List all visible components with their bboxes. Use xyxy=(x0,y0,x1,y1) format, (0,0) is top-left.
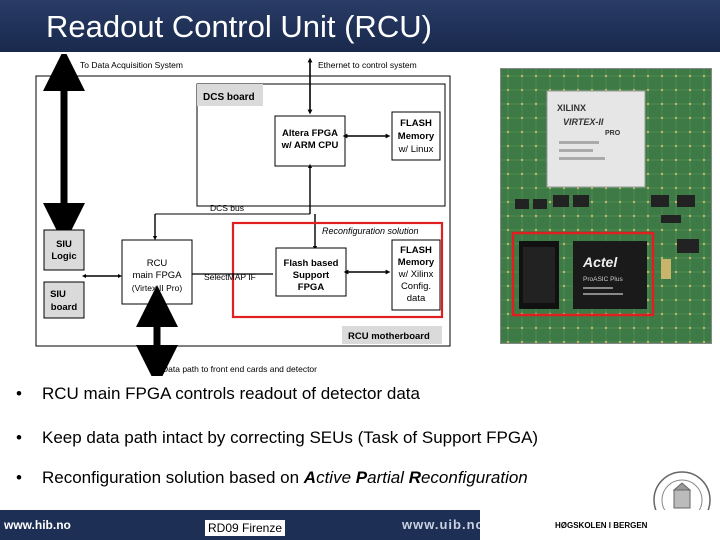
active-partial-reconfiguration: Active Partial Reconfiguration xyxy=(303,468,528,487)
support-fpga-line1: Flash based xyxy=(284,258,339,269)
bullet-item-2: •Keep data path intact by correcting SEU… xyxy=(16,428,539,447)
bullet-text-2: Keep data path intact by correcting SEUs… xyxy=(42,428,539,447)
rcu-fpga-line2: main FPGA xyxy=(132,270,182,281)
flash-xilinx-line3: w/ Xilinx xyxy=(398,269,434,280)
selectmap-label: SelectMAP IF xyxy=(204,272,256,282)
footer-uib-url[interactable]: www.uib.no xyxy=(402,517,485,532)
reconfiguration-highlight xyxy=(231,221,444,319)
flash-xilinx-line5: data xyxy=(407,293,426,304)
dcs-board-label: DCS board xyxy=(203,92,255,103)
flash-linux-line2: Memory xyxy=(398,131,435,142)
rcu-fpga-line3: (Virtex-II Pro) xyxy=(132,283,183,293)
flash-linux-line3: w/ Linux xyxy=(398,144,434,155)
altera-fpga-box xyxy=(274,115,346,167)
ethernet-label: Ethernet to control system xyxy=(318,60,417,70)
altera-fpga-line1: Altera FPGA xyxy=(282,128,338,139)
footer-event-label: RD09 Firenze xyxy=(205,520,286,536)
xilinx-chip-family: VIRTEX-II xyxy=(563,117,604,127)
slide-title: Readout Control Unit (RCU) xyxy=(46,9,432,44)
flash-xilinx-line1: FLASH xyxy=(400,245,432,256)
flash-linux-line1: FLASH xyxy=(400,118,432,129)
siu-board-line2: board xyxy=(51,302,78,313)
rcu-board-photo: XILINX VIRTEX-II PRO Actel ProASIC Plus xyxy=(500,68,712,344)
rcu-motherboard-label: RCU motherboard xyxy=(348,331,430,342)
reconfiguration-label: Reconfiguration solution xyxy=(322,226,419,236)
support-fpga-line3: FPGA xyxy=(298,282,325,293)
siu-board-line1: SIU xyxy=(50,289,66,300)
xilinx-chip xyxy=(546,90,646,188)
xilinx-chip-brand: XILINX xyxy=(557,103,586,113)
flash-xilinx-box xyxy=(391,239,441,311)
footer-bar: www.hib.no RD09 Firenze www.uib.no HØGSK… xyxy=(0,510,720,540)
flash-xilinx-line2: Memory xyxy=(398,257,435,268)
rcu-block-diagram: DCS board Altera FPGA w/ ARM CPU FLASH M… xyxy=(35,54,451,376)
siu-board-box xyxy=(43,281,85,319)
dcs-bus-label: DCS bus xyxy=(210,203,244,213)
bullet-text-3: Reconfiguration solution based on xyxy=(42,468,304,487)
actel-chip xyxy=(573,241,647,309)
xilinx-chip-pro: PRO xyxy=(605,130,621,137)
flash-linux-box xyxy=(391,111,441,161)
rcu-fpga-line1: RCU xyxy=(147,258,168,269)
siu-logic-line2: Logic xyxy=(51,251,76,262)
altera-fpga-line2: w/ ARM CPU xyxy=(281,140,339,151)
footer-college-name: HØGSKOLEN I BERGEN xyxy=(555,521,648,530)
photo-reconfig-highlight xyxy=(511,231,655,317)
bullet-item-3: •Reconfiguration solution based on Activ… xyxy=(16,468,528,487)
support-fpga-line2: Support xyxy=(293,270,330,281)
siu-logic-box xyxy=(43,229,85,271)
footer-hib-url[interactable]: www.hib.no xyxy=(4,518,71,532)
bullet-item-1: •RCU main FPGA controls readout of detec… xyxy=(16,384,420,403)
title-bar: Readout Control Unit (RCU) xyxy=(0,0,720,52)
actel-chip-brand: Actel xyxy=(582,254,618,270)
college-logo-area xyxy=(480,510,720,540)
support-fpga-box xyxy=(275,247,347,297)
bullet-text-1: RCU main FPGA controls readout of detect… xyxy=(42,384,420,403)
siu-logic-line1: SIU xyxy=(56,239,72,250)
actel-chip-family: ProASIC Plus xyxy=(583,276,623,283)
flash-xilinx-line4: Config. xyxy=(401,281,431,292)
daq-label: To Data Acquisition System xyxy=(80,60,183,70)
data-path-label: Data path to front end cards and detecto… xyxy=(162,364,317,374)
